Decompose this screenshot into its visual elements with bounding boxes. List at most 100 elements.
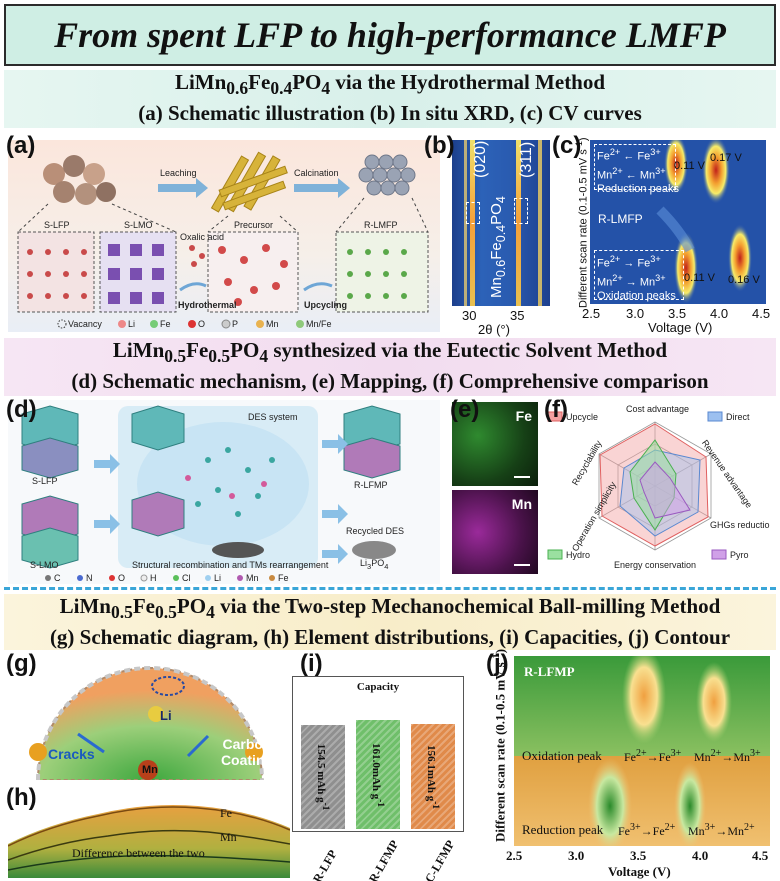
li3po4-pile-icon <box>352 541 396 559</box>
reduction-box <box>594 144 676 190</box>
reduction-peaks-text: Fe2+ ← Fe3+Mn2+ ← Mn3+Reduction peaks <box>597 147 679 196</box>
ion-icon <box>245 743 263 761</box>
scale-bar <box>514 564 530 566</box>
arrow-icon <box>94 514 120 534</box>
mn-line <box>8 829 290 861</box>
particle-schematic <box>29 666 264 780</box>
s-lfp-label: S-LFP <box>44 220 70 230</box>
contour-xlabel: Voltage (V) <box>608 864 671 879</box>
crack-icon <box>77 732 105 754</box>
section1-subtitle: (a) Schematic illustration (b) In situ X… <box>138 101 642 126</box>
xrd-tick-35: 35 <box>510 308 525 323</box>
page-title: From spent LFP to high-performance LMFP <box>54 15 726 55</box>
oxalic-acid-label: Oxalic acid <box>180 232 225 242</box>
difference-line <box>8 854 290 871</box>
capacity-xlabel-r-lfmp: R-LFMP <box>366 837 402 881</box>
mn-map-label: Mn <box>511 496 532 512</box>
arrow-icon <box>158 178 208 198</box>
axis-ghgs: GHGs reduction <box>710 520 770 530</box>
s-lmo-label: S-LMO <box>124 220 153 230</box>
legend-o-d: O <box>118 573 126 583</box>
legend-fe: Fe <box>160 319 171 329</box>
ox-fe-label: Fe2+→Fe3+ <box>624 748 682 764</box>
legend-h: H <box>150 573 157 583</box>
contour-tick-4-5: 4.5 <box>752 848 769 863</box>
xrd-peak-line <box>464 140 467 306</box>
legend-cl: Cl <box>182 573 191 583</box>
panel-b-label: (b) <box>424 132 455 159</box>
cracks-label: Cracks <box>48 746 95 762</box>
compound-label: Mn0.6Fe0.4PO4 <box>488 196 508 298</box>
panel-a-schematic <box>17 151 429 329</box>
ox-mn-label: Mn2+→Mn3+ <box>694 748 761 764</box>
fe-map: Fe <box>452 402 538 486</box>
molecule-icon <box>189 245 205 267</box>
contour-map: R-LFMP Oxidation peak Fe2+→Fe3+ Mn2+→Mn3… <box>514 656 770 846</box>
panel-a-label: (a) <box>6 132 36 159</box>
s-lfp-label-d: S-LFP <box>32 476 58 486</box>
crystal-icon <box>21 405 79 569</box>
section3-heading: LiMn0.5Fe0.5PO4 via the Two-step Mechano… <box>4 594 776 650</box>
li-label: Li <box>160 708 172 723</box>
arrow-icon <box>294 178 350 198</box>
panel-i-label: (i) <box>300 650 323 677</box>
ion-dots <box>185 447 275 517</box>
legend-upcycle: Upcycle <box>566 412 599 422</box>
upcycling-label: Upcycling <box>304 300 348 310</box>
cv-ylabel: Different scan rate (0.1-0.5 mV s-1) <box>574 137 590 308</box>
calcination-label: Calcination <box>294 168 339 178</box>
annotation-011v-top: 0.11 V <box>674 160 705 172</box>
panel-d-schematic <box>21 405 401 582</box>
reduction-peak-label: Reduction peak <box>522 822 604 837</box>
legend-o: O <box>198 319 206 329</box>
xrd-xlabel: 2θ (°) <box>478 322 510 337</box>
panel-j-label: (j) <box>486 650 509 677</box>
legend-p: P <box>232 319 239 329</box>
crack-icon <box>186 734 210 758</box>
red-mn-label: Mn3+→Mn2+ <box>688 822 755 838</box>
red-fe-label: Fe3+→Fe2+ <box>618 822 676 838</box>
legend-direct: Direct <box>726 412 750 422</box>
lattice-dots <box>27 244 407 306</box>
element-distribution <box>8 805 290 878</box>
capacity-bar-c-lfmp: 156.1mAh g-1 <box>411 724 455 829</box>
panel-g: Li Cracks Carbon Coating Mn <box>8 656 292 780</box>
pyro-series <box>639 461 691 519</box>
legend-swatch-pyro <box>711 549 727 560</box>
capacity-bar-r-lfmp: 161.0mAh g-1 <box>356 720 400 829</box>
section2-title: LiMn0.5Fe0.5PO4 synthesized via the Eute… <box>112 338 668 367</box>
xrd-tick-30: 30 <box>462 308 477 323</box>
panel-c-cv-map: Fe2+ ← Fe3+Mn2+ ← Mn3+Reduction peaks R-… <box>590 140 766 304</box>
arrow-icon <box>94 454 120 474</box>
fe-line <box>8 806 290 847</box>
precursor-label: Precursor <box>234 220 274 230</box>
panel-d-label: (d) <box>6 396 37 423</box>
peak-311-label: (311) <box>518 141 535 178</box>
panel-d-legend-marks <box>45 574 275 582</box>
annotation-011v-bottom: 0.11 V <box>684 272 715 284</box>
panel-f-label: (f) <box>544 396 568 423</box>
section3-title: LiMn0.5Fe0.5PO4 via the Two-step Mechano… <box>59 594 721 623</box>
peak-highlight-box <box>514 198 528 224</box>
legend-mnfe: Mn/Fe <box>306 319 332 329</box>
annotation-017v: 0.17 V <box>710 152 742 164</box>
legend-pyro: Pyro <box>730 550 749 560</box>
crystal-icon <box>131 405 401 537</box>
contour-plot <box>514 656 770 846</box>
legend-hydro: Hydro <box>566 550 591 560</box>
arrow-icon <box>179 282 207 292</box>
legend-fe-d: Fe <box>278 573 289 583</box>
peak-020-label: (020) <box>472 140 489 178</box>
mn-ion-icon <box>138 760 158 780</box>
contour-tick-4-0: 4.0 <box>692 848 709 863</box>
xrd-peak-line <box>538 140 542 306</box>
des-system-label: DES system <box>248 412 298 422</box>
contour-sample-label: R-LFMP <box>524 664 575 679</box>
panel-a: Leaching Calcination Oxalic acid Hydroth… <box>8 140 440 332</box>
carbon-coating-label: Carbon Coating <box>220 736 274 768</box>
difference-label: Difference between the two <box>72 846 205 860</box>
section1-heading: LiMn0.6Fe0.4PO4 via the Hydrothermal Met… <box>4 70 776 128</box>
